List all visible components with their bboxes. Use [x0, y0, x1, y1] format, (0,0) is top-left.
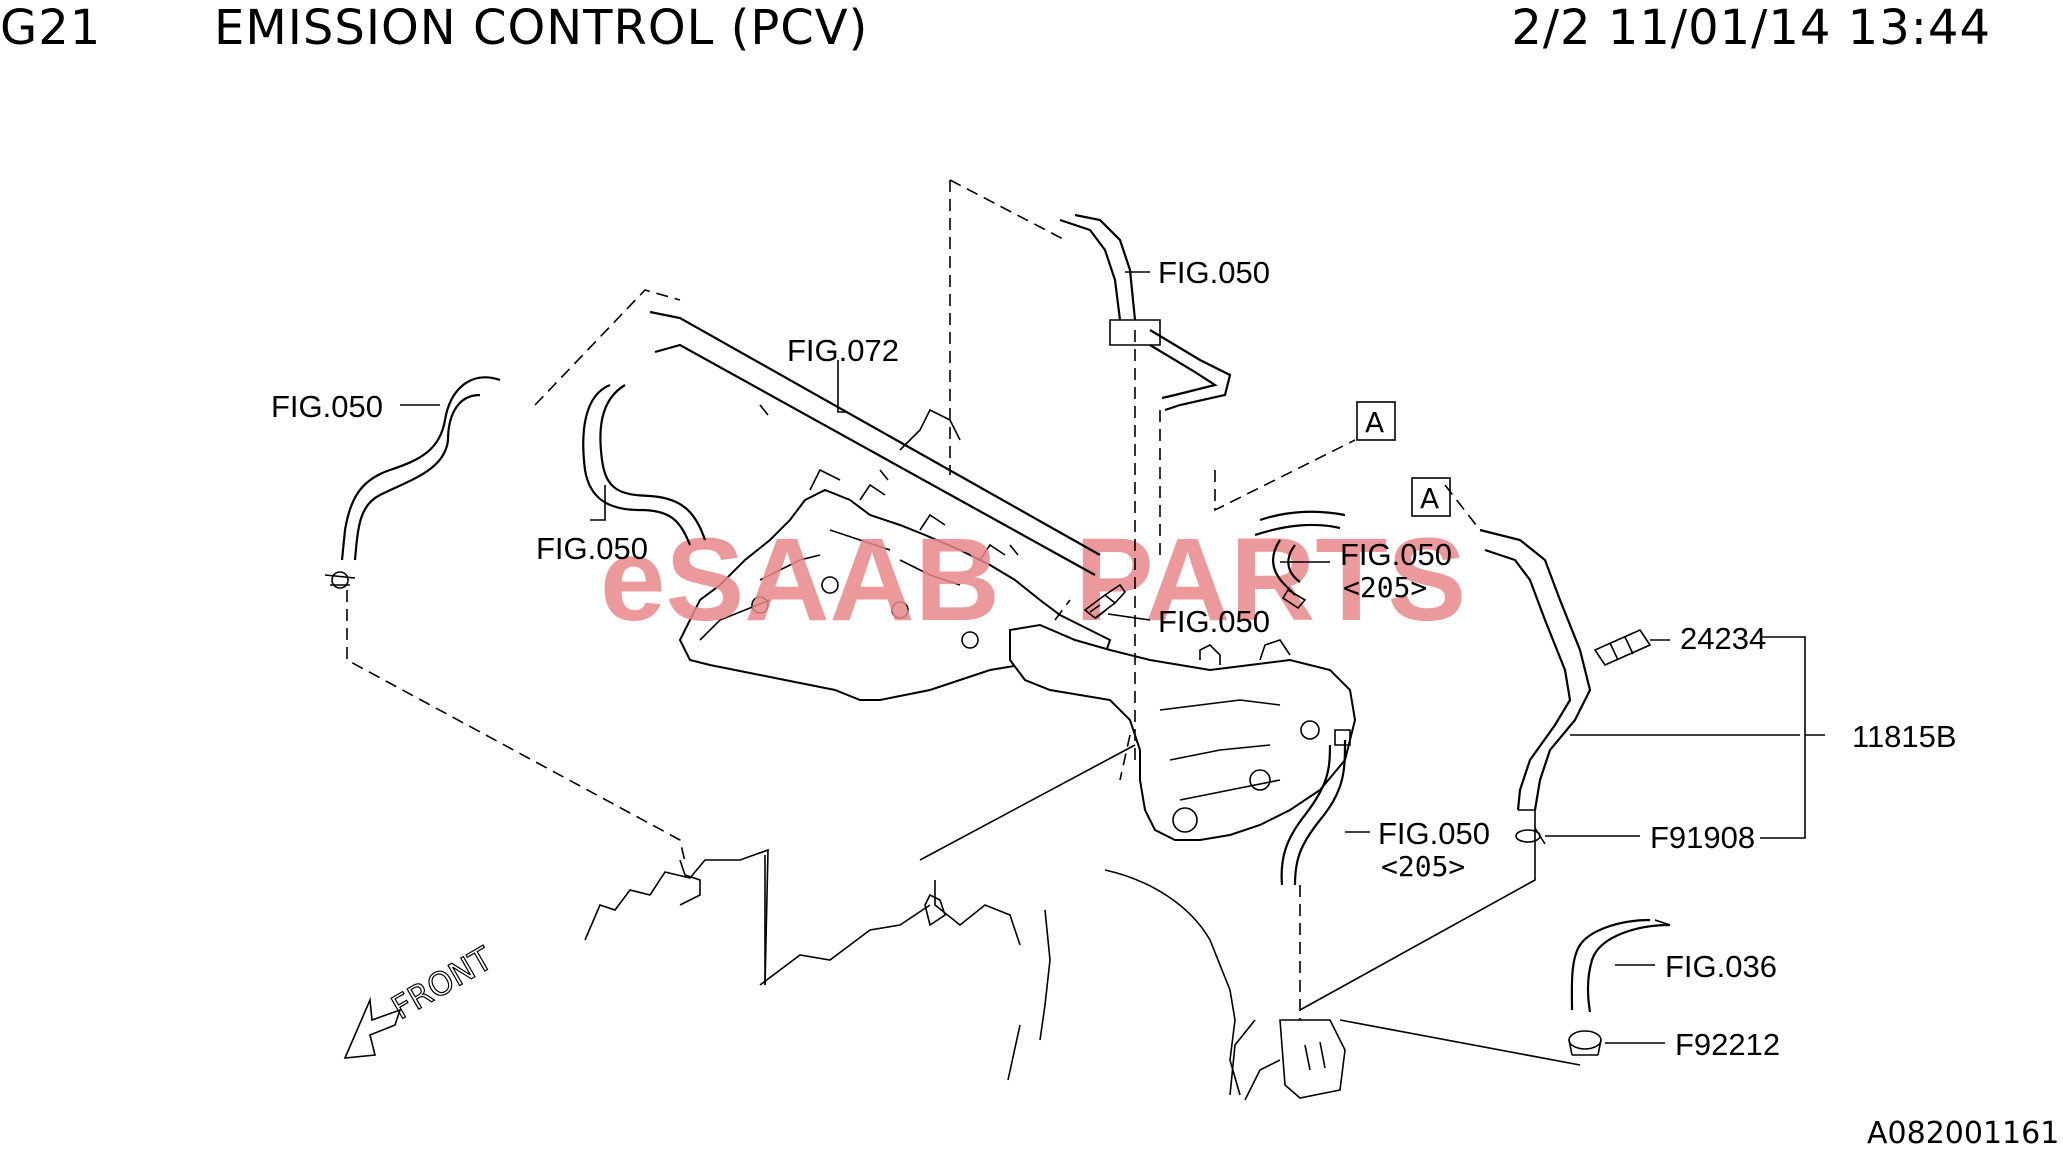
pcv-valve [1083, 583, 1127, 620]
front-label: FRONT [385, 939, 499, 1027]
upper-right-hose [1254, 510, 1346, 610]
callout-fig050-right-qualifier: <205> [1343, 571, 1427, 604]
diagram-title: EMISSION CONTROL (PCV) [214, 0, 869, 56]
lower-hose [1280, 729, 1351, 886]
callout-fig050-top[interactable]: FIG.050 [1158, 255, 1270, 290]
callout-fig050-lower-qualifier: <205> [1381, 850, 1465, 883]
callout-fig050-left[interactable]: FIG.050 [271, 389, 383, 424]
illustration-catalog-number: A082001161 [1867, 1116, 2059, 1151]
callout-part-24234[interactable]: 24234 [1680, 621, 1766, 656]
leader-lines [400, 271, 1825, 1044]
callout-fig050-right[interactable]: FIG.050 [1340, 537, 1452, 572]
engine-block-outline [584, 848, 1281, 1101]
reference-box-a-lower: A [1411, 477, 1451, 517]
callout-fig050-center[interactable]: FIG.050 [1158, 604, 1270, 639]
diagram-group-code: G21 [0, 0, 102, 56]
front-direction-marker: FRONT [343, 939, 500, 1059]
callout-part-11815b[interactable]: 11815B [1852, 719, 1957, 754]
clamp-f92212 [1568, 1030, 1602, 1056]
page-and-date-stamp: 2/2 11/01/14 13:44 [1511, 0, 1991, 56]
esaabparts-watermark: eSAAB PARTS [600, 514, 1466, 646]
callout-fig072[interactable]: FIG.072 [787, 333, 899, 368]
top-hose [1059, 213, 1232, 412]
dashed-reference-lines [346, 179, 1481, 1020]
callout-part-f91908[interactable]: F91908 [1650, 820, 1755, 855]
svg-text:A: A [1420, 482, 1439, 515]
pcv-long-tube [649, 310, 1101, 576]
solid-reference-lines [919, 744, 1581, 1066]
callout-fig050-mid-left[interactable]: FIG.050 [536, 531, 648, 566]
svg-text:A: A [1365, 406, 1384, 439]
callout-fig036[interactable]: FIG.036 [1665, 949, 1777, 984]
watermark-parts-text: PARTS [1075, 514, 1466, 646]
callout-fig050-lower[interactable]: FIG.050 [1378, 816, 1490, 851]
connector-24234 [1593, 628, 1652, 667]
fig036-hose [1570, 918, 1671, 1013]
clamp-f91908 [1515, 827, 1546, 845]
mid-left-hose [582, 383, 707, 546]
watermark-esaab-text: eSAAB [600, 514, 1000, 646]
intake-manifold [678, 408, 1357, 841]
callout-part-f92212[interactable]: F92212 [1675, 1027, 1780, 1062]
left-breather-hose [324, 376, 501, 589]
engine-fittings [679, 859, 1346, 1099]
hose-11815b [1479, 528, 1592, 811]
reference-box-a-upper: A [1356, 401, 1396, 441]
